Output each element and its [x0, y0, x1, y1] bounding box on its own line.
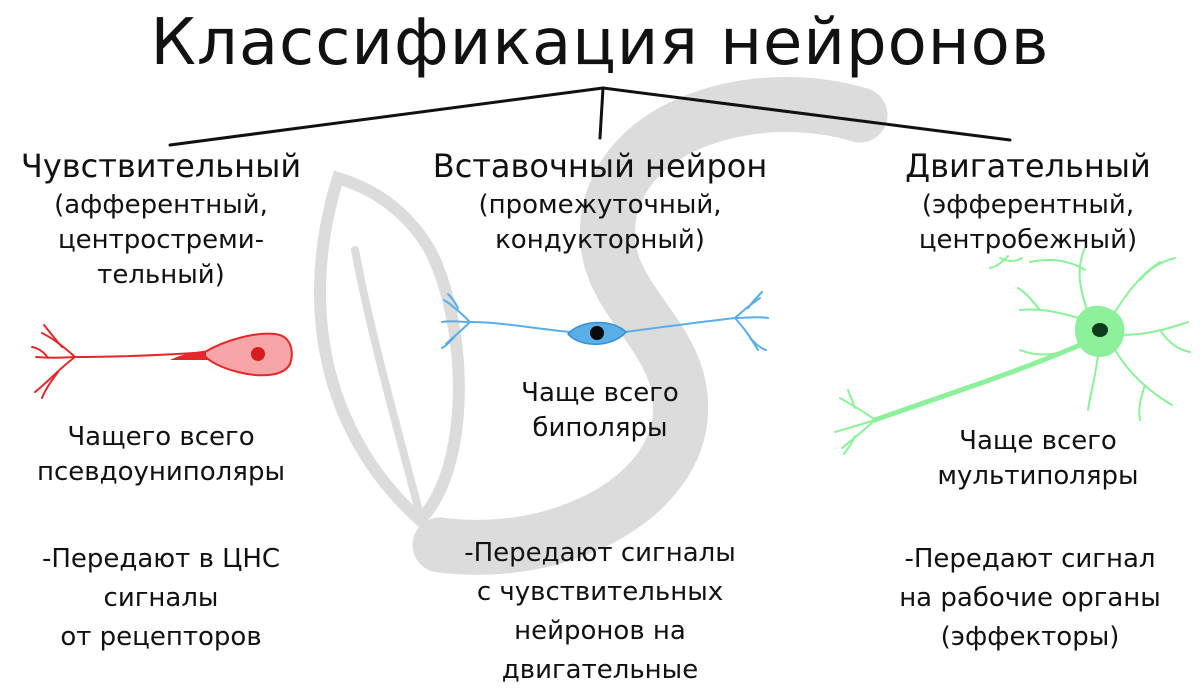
- page-title: Классификация нейронов: [150, 6, 1050, 80]
- interneuron-note: Чаще всего биполяры: [440, 376, 760, 446]
- interneuron-nucleus: [590, 326, 604, 340]
- motor-function: -Передают сигнал на рабочие органы (эффе…: [870, 540, 1190, 657]
- interneuron-processes: [441, 291, 769, 351]
- sensory-note-line-2: псевдоуниполяры: [37, 457, 285, 487]
- motor-subtitle-line-1: (эфферентный,: [921, 190, 1135, 220]
- motor-function-line-3: (эффекторы): [940, 622, 1120, 652]
- interneuron-function-line-4: двигательные: [501, 655, 699, 685]
- watermark-swirl: [412, 77, 888, 575]
- interneuron-function-line-2: с чувствительных: [476, 577, 724, 607]
- interneuron-subtitle-line-1: (промежуточный,: [478, 190, 722, 220]
- sensory-function: -Передают в ЦНС сигналы от рецепторов: [0, 540, 322, 657]
- motor-note-line-1: Чаще всего: [959, 426, 1117, 456]
- interneuron-illustration: [441, 291, 769, 351]
- tree-branch-left: [168, 86, 605, 147]
- motor-axon: [872, 342, 1083, 423]
- sensory-function-line-2: сигналы: [103, 583, 219, 613]
- motor-subtitle-line-2: центробежный): [918, 225, 1138, 255]
- interneuron-heading-block: Вставочный нейрон (промежуточный, кондук…: [390, 144, 810, 258]
- sensory-function-line-1: -Передают в ЦНС: [41, 544, 281, 574]
- motor-note: Чаще всего мультиполяры: [878, 424, 1198, 494]
- sensory-soma: [204, 332, 293, 377]
- tree-branch-right: [601, 86, 1012, 142]
- motor-neuron-heading: Двигательный: [905, 147, 1151, 185]
- interneuron-function-line-1: -Передают сигналы: [464, 538, 736, 568]
- motor-nucleus: [1092, 323, 1108, 337]
- watermark-logo: [314, 77, 888, 575]
- sensory-note-line-1: Чащего всего: [67, 422, 255, 452]
- interneuron-subtitle-line-2: кондукторный): [495, 225, 705, 255]
- interneuron-function: -Передают сигналы с чувствительных нейро…: [430, 534, 770, 690]
- watermark-leaf-outline: [314, 170, 465, 529]
- sensory-subtitle-line-1: (афферентный,: [54, 190, 268, 220]
- classification-tree: [168, 86, 1012, 147]
- interneuron-note-line-1: Чаще всего: [521, 378, 679, 408]
- interneuron-heading: Вставочный нейрон: [432, 147, 768, 185]
- sensory-dendrites: [31, 324, 211, 399]
- sensory-neuron-heading-block: Чувствительный (афферентный, центрострем…: [0, 144, 322, 293]
- sensory-note: Чащего всего псевдоуниполяры: [0, 420, 322, 490]
- sensory-function-line-3: от рецепторов: [60, 622, 262, 652]
- motor-function-line-2: на рабочие органы: [899, 583, 1161, 613]
- sensory-axon: [170, 350, 210, 360]
- motor-neuron-heading-block: Двигательный (эфферентный, центробежный): [868, 144, 1188, 258]
- watermark-leaf-vein: [351, 246, 424, 519]
- interneuron-function-line-3: нейронов на: [514, 616, 686, 646]
- tree-branch-middle: [598, 86, 605, 140]
- sensory-subtitle-line-2: центростреми-: [57, 225, 265, 255]
- motor-function-line-1: -Передают сигнал: [904, 544, 1156, 574]
- sensory-subtitle-line-3: тельный): [97, 260, 225, 290]
- sensory-neuron-heading: Чувствительный: [20, 147, 302, 185]
- motor-neuron-illustration: [834, 247, 1191, 455]
- motor-axon-terminals: [834, 389, 876, 455]
- motor-note-line-2: мультиполяры: [937, 461, 1139, 491]
- interneuron-note-line-2: биполяры: [532, 413, 668, 443]
- sensory-neuron-illustration: [31, 324, 293, 399]
- sensory-nucleus: [251, 347, 265, 361]
